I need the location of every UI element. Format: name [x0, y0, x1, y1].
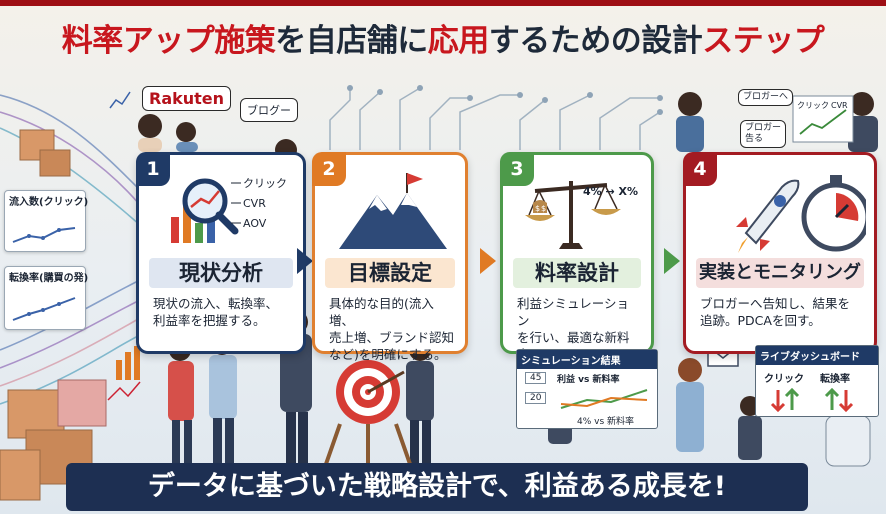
conclusion-banner: データに基づいた戦略設計で、利益ある成長を!: [66, 463, 808, 511]
step-arrow-icon: [480, 248, 496, 274]
svg-text:$: $: [541, 204, 546, 213]
step-number: 2: [312, 152, 346, 186]
inflow-mini-chart: 流入数(クリック): [4, 190, 89, 252]
rate-change-label: 4% → X%: [583, 185, 638, 198]
step-card-goal: 2 目標設定 具体的な目的(流入増、 売上増、ブランド認知 など)を明確にする。: [312, 152, 468, 362]
inflow-trend-icon: [12, 227, 76, 243]
metric-aov: AOV: [243, 217, 267, 230]
top-right-metric-labels: クリック CVR: [797, 101, 848, 110]
simulation-value-2: 20: [525, 392, 547, 404]
step-number: 4: [683, 152, 717, 186]
step-heading: 目標設定: [325, 258, 455, 288]
step-heading: 料率設計: [513, 258, 641, 288]
simulation-trend-icon: [560, 389, 648, 409]
dashboard-arrows-icon: [770, 387, 854, 413]
step-description: 現状の流入、転換率、 利益率を把握する。: [153, 296, 279, 328]
blogger-speech-bubble: ブログー: [240, 98, 298, 122]
title-segment: するための設計: [488, 23, 703, 59]
title-segment: 料率アップ施策: [61, 23, 276, 59]
metric-click-label: クリック: [797, 101, 829, 110]
balance-scale-icon: $ $ 4% → X%: [525, 181, 638, 249]
simulation-value-1: 45: [525, 372, 547, 384]
top-accent-bar: [0, 0, 886, 6]
step-card-analysis: 1 クリック CVR AOV 現状分析 現状の流入、転換率、 利益率を把握する。: [136, 152, 306, 354]
metric-cvr-label: CVR: [831, 101, 848, 110]
svg-text:$: $: [535, 204, 540, 213]
title-segment: ステップ: [702, 23, 825, 59]
step-description: ブロガーへ告知し、結果を 追跡。PDCAを回す。: [700, 296, 851, 328]
dashboard-click-label: クリック: [764, 374, 804, 385]
dashboard-conversion-label: 転換率: [820, 374, 850, 385]
metric-cvr: CVR: [243, 197, 266, 210]
title-segment: 応用: [427, 23, 490, 59]
blogger-tell-bubble: ブロガー 告る: [740, 120, 787, 148]
simulation-footer: 4% vs 新料率: [577, 417, 635, 427]
conversion-mini-chart: 転換率(購買の発): [4, 266, 89, 330]
step-heading: 現状分析: [149, 258, 293, 288]
step-arrow-icon: [297, 248, 313, 274]
metric-click: クリック: [243, 177, 287, 190]
step-card-rate-design: 3 $ $ 4% → X% 料率設計 利益シミュレーション を行い、最適な新料率…: [500, 152, 654, 379]
inflow-chart-label: 流入数(クリック): [9, 197, 89, 208]
conversion-chart-label: 転換率(購買の発): [9, 273, 89, 284]
rakuten-speech-bubble: Rakuten: [142, 86, 232, 111]
simulation-label: 利益 vs 新料率: [557, 375, 620, 385]
dashboard-header: ライブダッシュボード: [756, 346, 878, 365]
step-arrow-icon: [664, 248, 680, 274]
rocket-stopwatch-icon: [730, 175, 866, 255]
step-card-implementation: 4 実装とモニタリング ブロガーへ告知し、結果を 追跡。PDCAを回す。: [683, 152, 877, 354]
step-number: 1: [136, 152, 170, 186]
magnifier-chart-icon: クリック CVR AOV: [171, 177, 287, 243]
blogger-notice-bubble: ブロガーへ: [738, 89, 794, 106]
step-heading: 実装とモニタリング: [696, 258, 864, 288]
live-dashboard: ライブダッシュボード クリック 転換率: [755, 345, 879, 417]
simulation-result-board: シミュレーション結果 45 利益 vs 新料率 20 4% vs 新料率: [516, 349, 658, 429]
page-title: 料率アップ施策を自店舗に応用するための設計ステップ: [0, 6, 886, 76]
step-description: 具体的な目的(流入増、 売上増、ブランド認知 など)を明確にする。: [329, 296, 455, 362]
mountain-flag-icon: [339, 173, 447, 249]
title-segment: を自店舗に: [275, 23, 428, 59]
simulation-header: シミュレーション結果: [517, 350, 657, 369]
conversion-trend-icon: [12, 297, 76, 321]
step-number: 3: [500, 152, 534, 186]
